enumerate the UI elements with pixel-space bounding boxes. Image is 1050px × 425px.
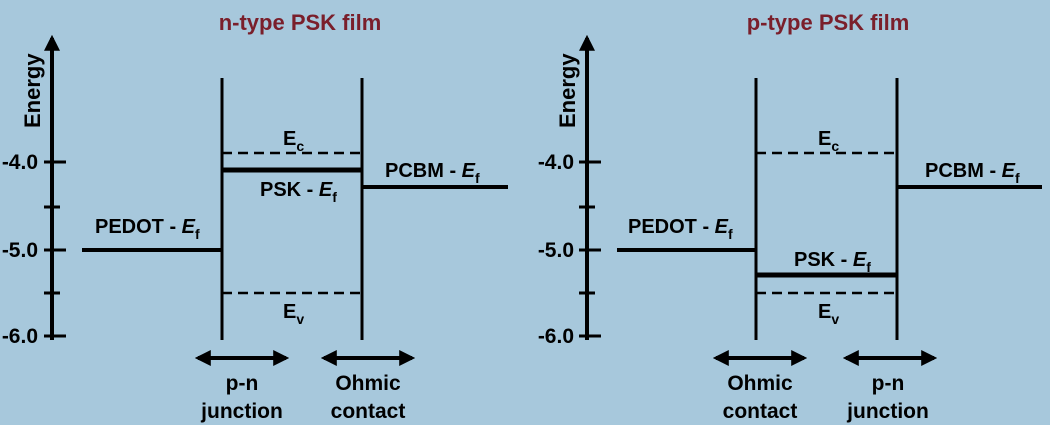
left-tick-label: -4.0 [2,151,38,174]
left-pedot-label: PEDOT - Ef [95,216,200,242]
right-ev-label: Ev [818,301,839,327]
right-ec-label: Ec [818,128,839,154]
right-tick-label: -4.0 [538,151,574,174]
left-panel-title: n-type PSK film [219,10,382,35]
left-bottom-left-line1: p-n [226,372,259,395]
right-tick-label: -6.0 [538,325,574,348]
left-panel: n-type PSK film -4.0 -5.0 -6.0 Energy PE… [2,10,508,423]
left-psk-label: PSK - Ef [260,179,337,205]
right-bottom-left-line2: contact [723,400,798,423]
right-panel: p-type PSK film -4.0 -5.0 -6.0 Energy PE… [538,10,1042,423]
right-pcbm-label: PCBM - Ef [925,160,1020,186]
left-ev-label: Ev [283,301,304,327]
right-tick-label: -5.0 [538,239,574,262]
left-energy-axis: -4.0 -5.0 -6.0 Energy [2,34,66,348]
left-tick-label: -6.0 [2,325,38,348]
left-ec-label: Ec [283,128,304,154]
right-bottom-left-line1: Ohmic [727,372,793,395]
left-bottom-right-line2: contact [331,400,406,423]
right-psk-label: PSK - Ef [794,249,871,275]
right-pedot-label: PEDOT - Ef [628,216,733,242]
right-panel-title: p-type PSK film [747,10,910,35]
right-energy-axis: -4.0 -5.0 -6.0 Energy [538,34,601,348]
left-pcbm-label: PCBM - Ef [385,160,480,186]
right-bottom-right-line1: p-n [872,372,905,395]
left-bottom-left-line2: junction [200,400,283,423]
right-bottom-right-line2: junction [846,400,929,423]
left-bottom-right-line1: Ohmic [335,372,401,395]
left-tick-label: -5.0 [2,239,38,262]
left-axis-label: Energy [20,53,45,128]
right-axis-label: Energy [555,53,580,128]
